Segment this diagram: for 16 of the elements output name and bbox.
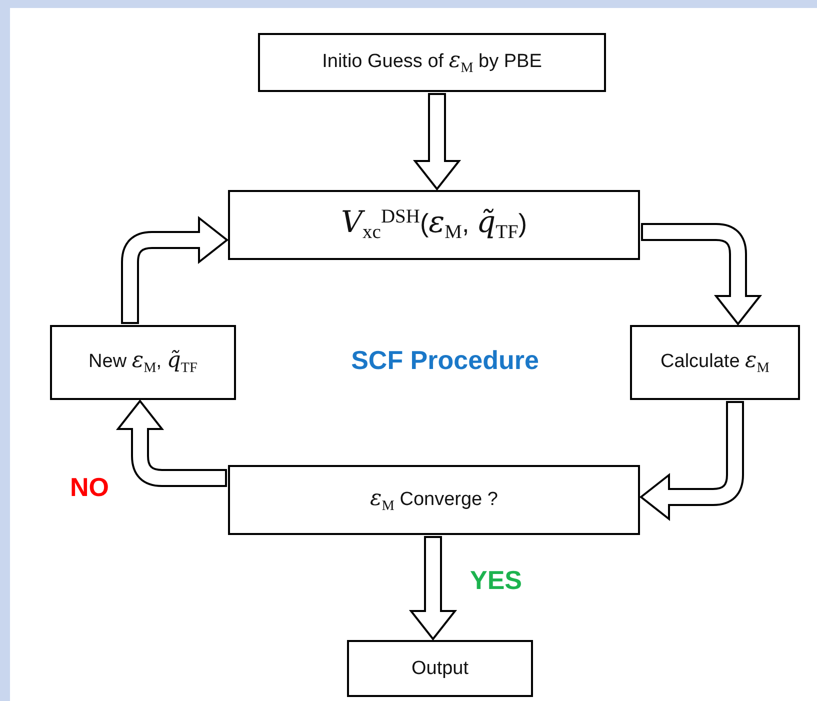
box-text: Calculate ε$_{M}$: [660, 348, 770, 377]
procedure-title: SCF Procedure: [350, 345, 540, 376]
formula-text: V$_{xc}$$^{DSH}$(ε$_{M}$, q̃$_{TF}$): [340, 205, 528, 245]
edge-label: YES: [470, 565, 522, 596]
hollow-arrow: [412, 93, 462, 191]
hollow-arrow: [408, 536, 458, 641]
process-box: [258, 33, 606, 92]
edge-label: NO: [70, 472, 109, 503]
box-text: Initio Guess of ε$_{M}$ by PBE: [322, 48, 542, 77]
hollow-arrow: [116, 399, 227, 487]
hollow-arrow: [121, 216, 229, 324]
hollow-arrow: [639, 401, 744, 522]
box-text: Output: [411, 658, 469, 680]
hollow-arrow: [641, 223, 762, 326]
box-text: New ε$_{M}$, q̃$_{TF}$: [88, 348, 198, 377]
box-text: ε$_{M}$ Converge ?: [370, 486, 498, 514]
